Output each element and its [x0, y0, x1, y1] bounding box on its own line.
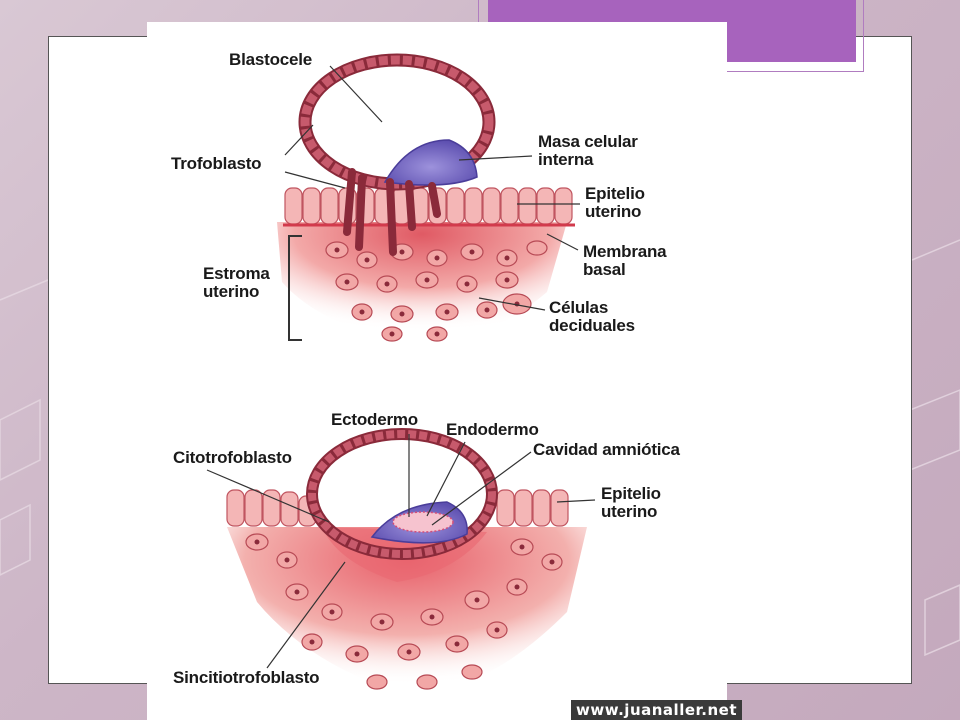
estroma-bracket: [288, 235, 302, 341]
label-membrana-line2: basal: [583, 260, 626, 279]
label-epitelio-upper-line2: uterino: [585, 202, 642, 221]
lower-decidual-cells: [245, 533, 563, 690]
label-masa-celular-line1: Masa celular: [538, 132, 638, 151]
label-endodermo: Endodermo: [446, 420, 539, 439]
label-ectodermo: Ectodermo: [331, 410, 418, 429]
label-celulas-line1: Células: [549, 298, 609, 317]
label-epitelio-upper-line1: Epitelio: [585, 184, 645, 203]
upper-blastocyst: [298, 53, 496, 256]
label-estroma-line1: Estroma: [203, 264, 270, 283]
watermark: www.juanaller.net: [571, 700, 742, 720]
upper-inner-cell-mass: [383, 139, 478, 186]
label-epitelio-lower-line1: Epitelio: [601, 484, 661, 503]
amniotic-cavity: [392, 511, 454, 533]
label-masa-celular-line2: interna: [538, 150, 594, 169]
label-sincitiotrofoblasto: Sincitiotrofoblasto: [173, 668, 320, 687]
implantation-figure: Blastocele Trofoblasto Masa celular inte…: [147, 22, 742, 720]
lower-blastocyst: [306, 428, 498, 560]
label-epitelio-lower-line2: uterino: [601, 502, 658, 521]
label-blastocele: Blastocele: [229, 50, 313, 69]
label-celulas-line2: deciduales: [549, 316, 635, 335]
label-estroma-line2: uterino: [203, 282, 260, 301]
label-membrana-line1: Membrana: [583, 242, 667, 261]
lower-leader-lines: [206, 434, 596, 669]
upper-leader-lines: [284, 65, 580, 311]
implantation-illustration: [206, 53, 596, 693]
label-trofoblasto: Trofoblasto: [171, 154, 262, 173]
label-cavidad-amniotica: Cavidad amniótica: [533, 440, 680, 459]
label-citotrofoblasto: Citotrofoblasto: [173, 448, 292, 467]
upper-epithelium: [284, 187, 573, 225]
